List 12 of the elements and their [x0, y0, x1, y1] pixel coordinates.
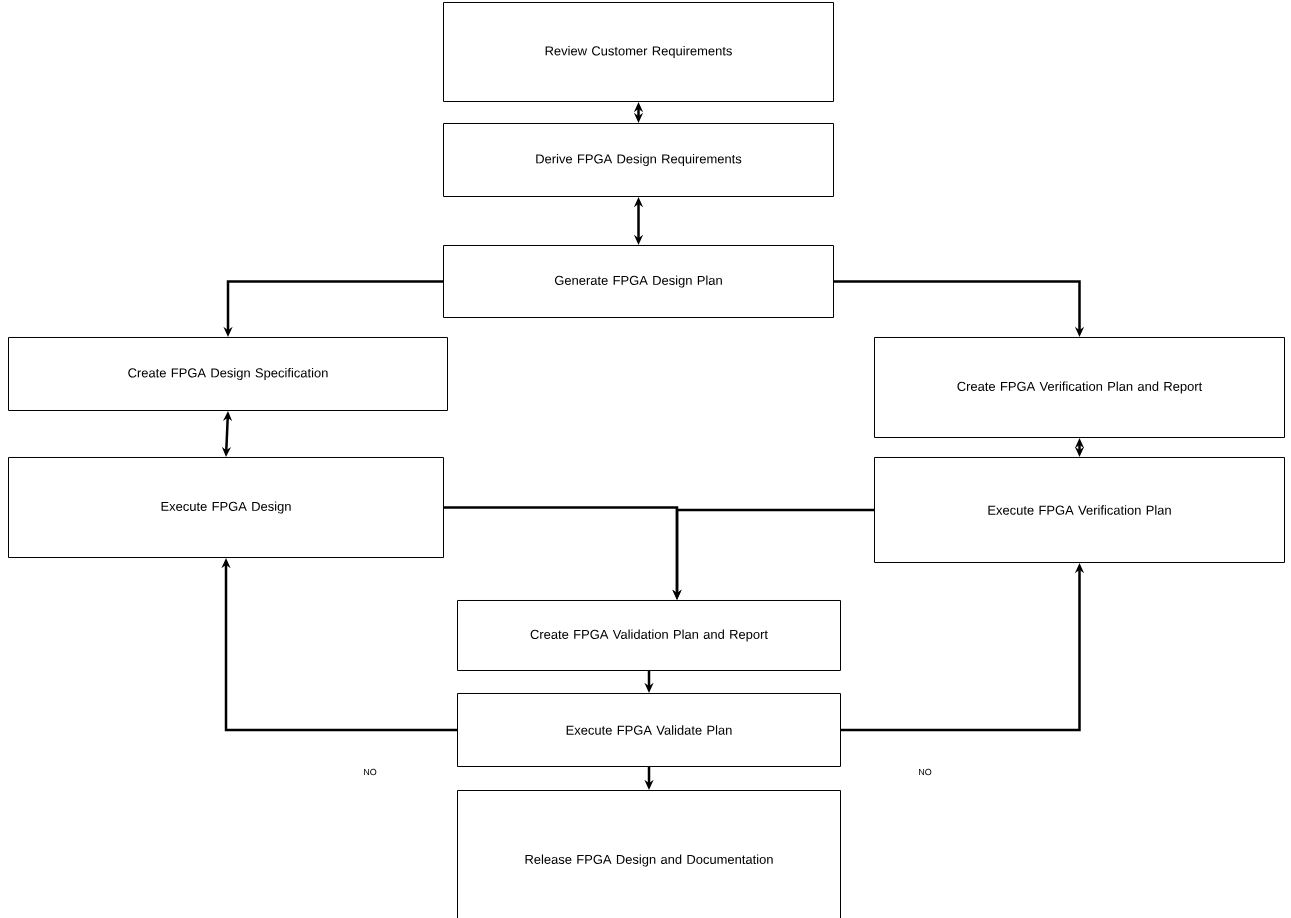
process-box: Create FPGA Verification Plan and Report: [874, 337, 1285, 438]
process-box: Create FPGA Validation Plan and Report: [457, 600, 841, 671]
process-box: Derive FPGA Design Requirements: [443, 123, 834, 197]
edge-label: NO: [362, 767, 378, 777]
process-box: Generate FPGA Design Plan: [443, 245, 834, 318]
process-box: Execute FPGA Validate Plan: [457, 693, 841, 767]
edge-label: NO: [917, 767, 933, 777]
process-box: Release FPGA Design and Documentation: [457, 790, 841, 918]
process-box: Review Customer Requirements: [443, 2, 834, 102]
process-box: Execute FPGA Verification Plan: [874, 457, 1285, 563]
process-box: Create FPGA Design Specification: [8, 337, 448, 411]
process-box: Execute FPGA Design: [8, 457, 444, 558]
